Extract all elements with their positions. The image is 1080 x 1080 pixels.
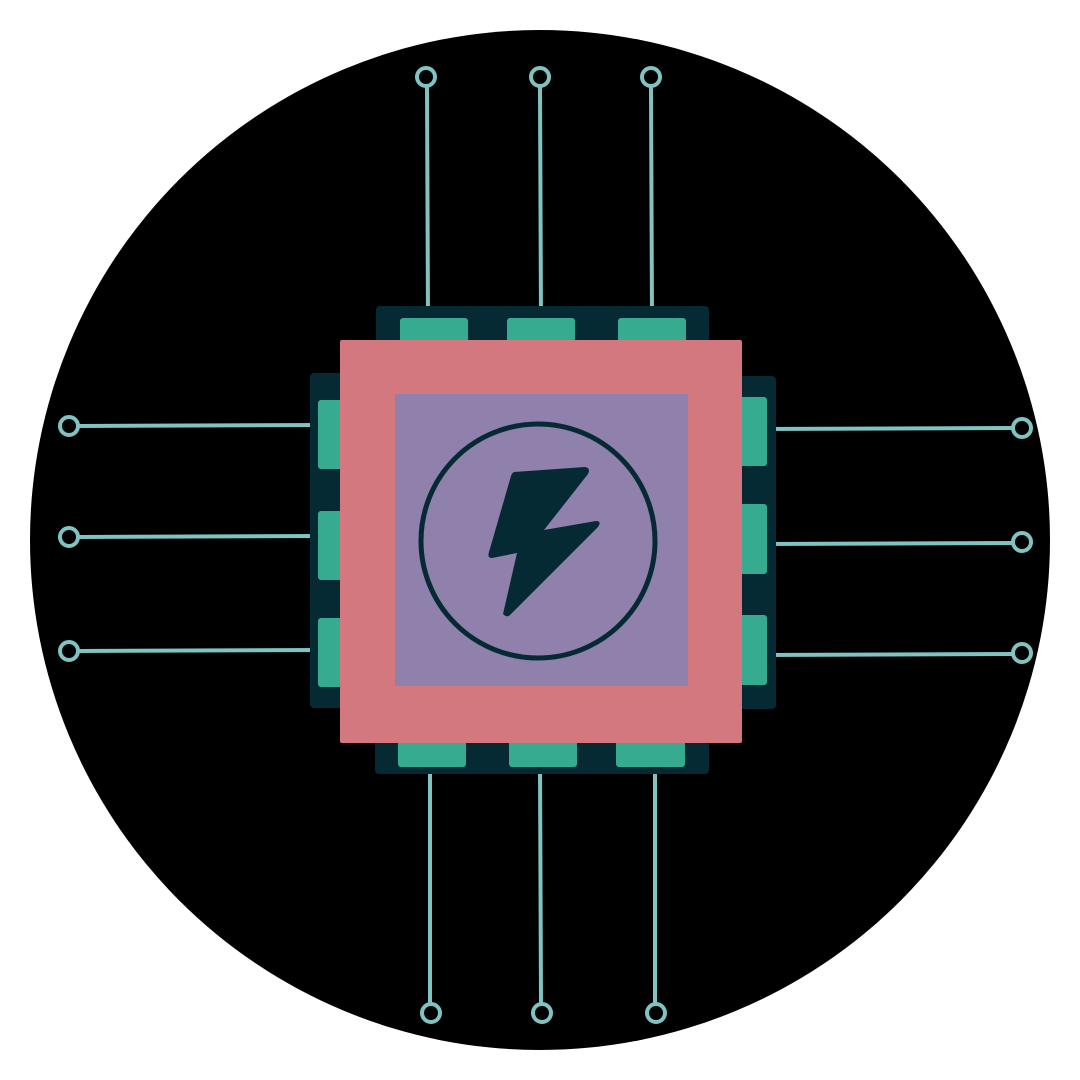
circle-terminal-icon bbox=[529, 66, 551, 88]
pin-right-3 bbox=[736, 615, 767, 685]
pin-left-3 bbox=[318, 618, 346, 687]
pin-right-1 bbox=[736, 397, 767, 466]
pin-bottom-1 bbox=[398, 736, 466, 767]
circle-terminal-icon bbox=[1011, 531, 1033, 553]
circle-terminal-icon bbox=[531, 1002, 553, 1024]
pin-bottom-3 bbox=[616, 736, 685, 767]
pin-left-2 bbox=[318, 511, 346, 580]
pin-top-3 bbox=[618, 318, 686, 346]
pin-left-1 bbox=[318, 400, 346, 469]
emblem-ring bbox=[418, 421, 658, 661]
circle-terminal-icon bbox=[58, 526, 80, 548]
pin-top-2 bbox=[507, 318, 575, 346]
pin-right-2 bbox=[736, 504, 767, 574]
trace-right-2 bbox=[760, 541, 1014, 546]
circuit-traces bbox=[77, 84, 1014, 1005]
trace-top-1 bbox=[425, 84, 430, 324]
trace-right-3 bbox=[760, 652, 1014, 657]
pin-bottom-2 bbox=[509, 736, 577, 767]
trace-right-1 bbox=[760, 426, 1014, 431]
circle-terminal-icon bbox=[1011, 642, 1033, 664]
trace-left-3 bbox=[77, 648, 324, 653]
circle-terminal-icon bbox=[420, 1002, 442, 1024]
chip-pins bbox=[318, 318, 767, 767]
circle-terminal-icon bbox=[640, 66, 662, 88]
trace-left-2 bbox=[77, 534, 324, 539]
trace-bottom-2 bbox=[538, 762, 543, 1005]
circle-terminal-icon bbox=[415, 66, 437, 88]
circle-terminal-icon bbox=[58, 415, 80, 437]
lightning-bolt-icon bbox=[488, 467, 600, 617]
trace-terminals bbox=[58, 66, 1033, 1024]
trace-left-1 bbox=[77, 423, 324, 428]
trace-top-3 bbox=[649, 84, 654, 324]
pin-top-1 bbox=[400, 318, 468, 346]
circle-terminal-icon bbox=[1011, 417, 1033, 439]
circle-terminal-icon bbox=[645, 1002, 667, 1024]
circle-terminal-icon bbox=[58, 640, 80, 662]
trace-top-2 bbox=[538, 84, 543, 324]
